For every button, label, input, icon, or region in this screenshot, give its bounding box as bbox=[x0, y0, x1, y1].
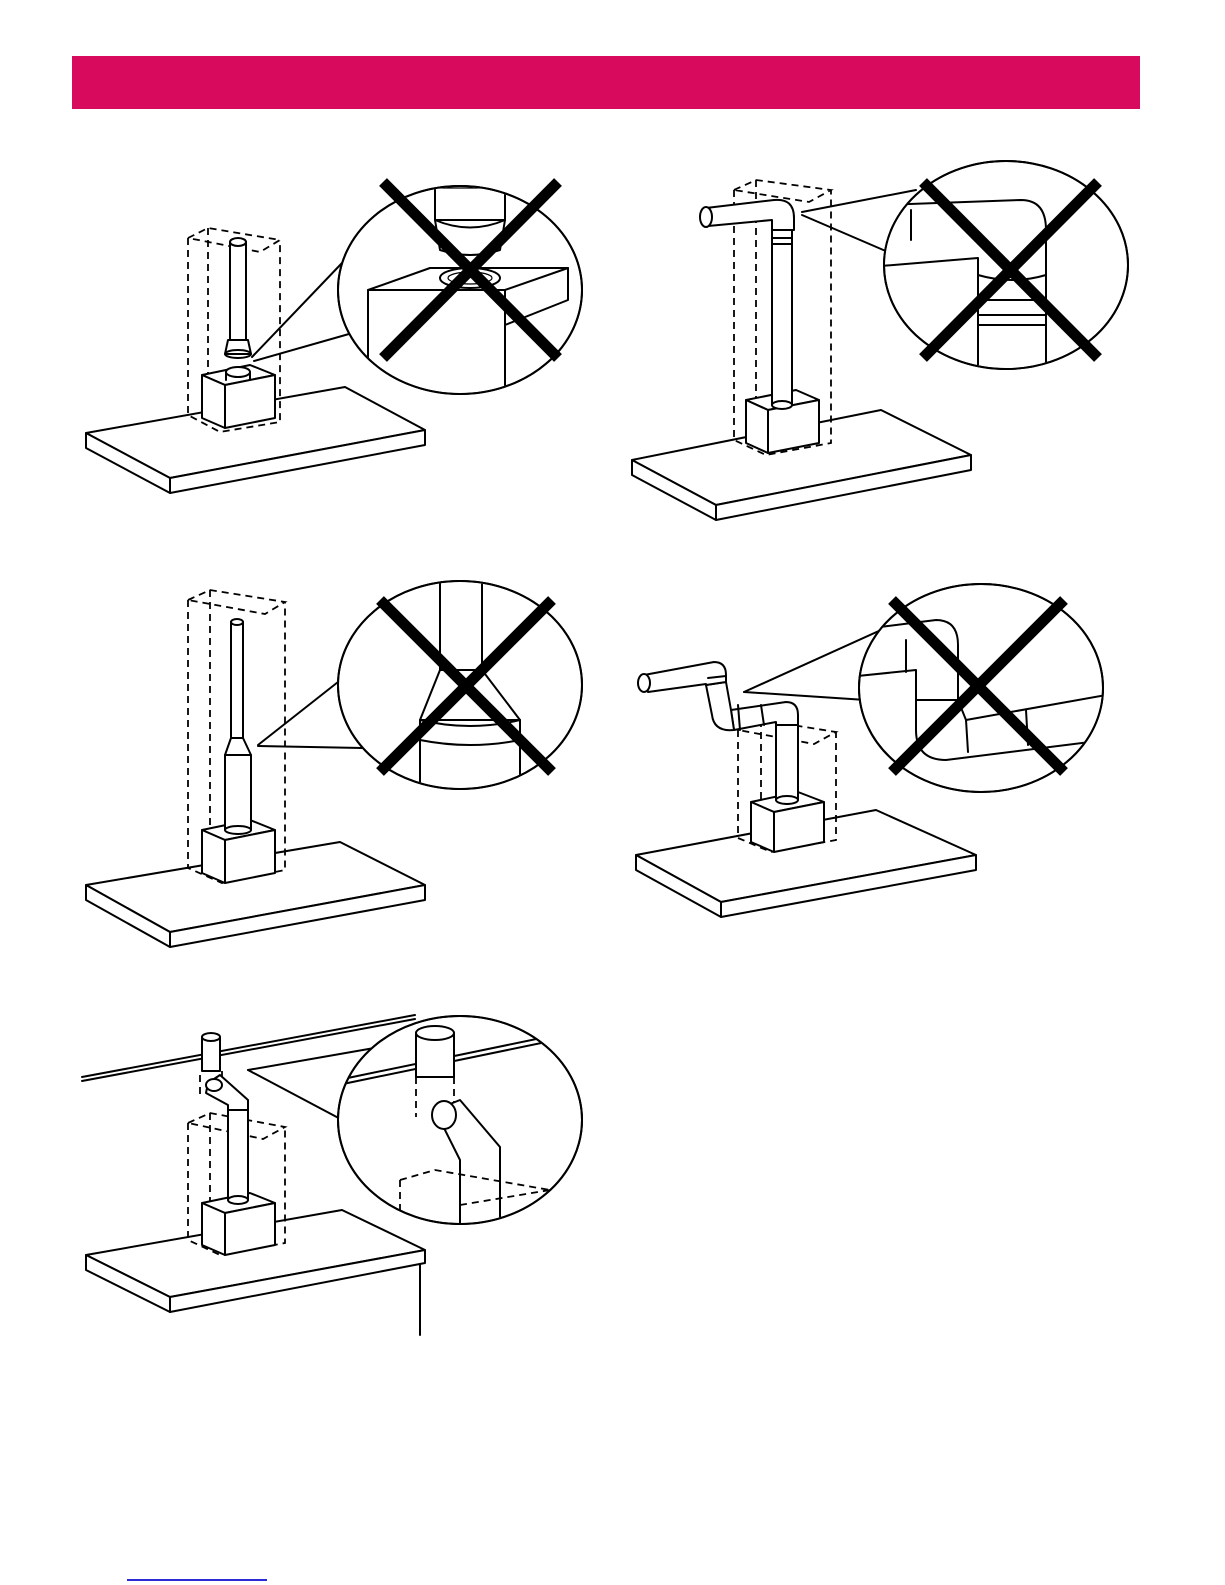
footer-link-underline bbox=[127, 1579, 267, 1581]
figure-3-reduced-duct bbox=[80, 580, 590, 955]
figure-5-correct-installation bbox=[80, 1005, 590, 1340]
figure-1-disconnected-duct bbox=[80, 160, 590, 505]
figure-4-multiple-bends bbox=[626, 580, 1136, 925]
header-bar bbox=[72, 56, 1140, 109]
figure-2-elbow-on-fan bbox=[626, 160, 1136, 525]
